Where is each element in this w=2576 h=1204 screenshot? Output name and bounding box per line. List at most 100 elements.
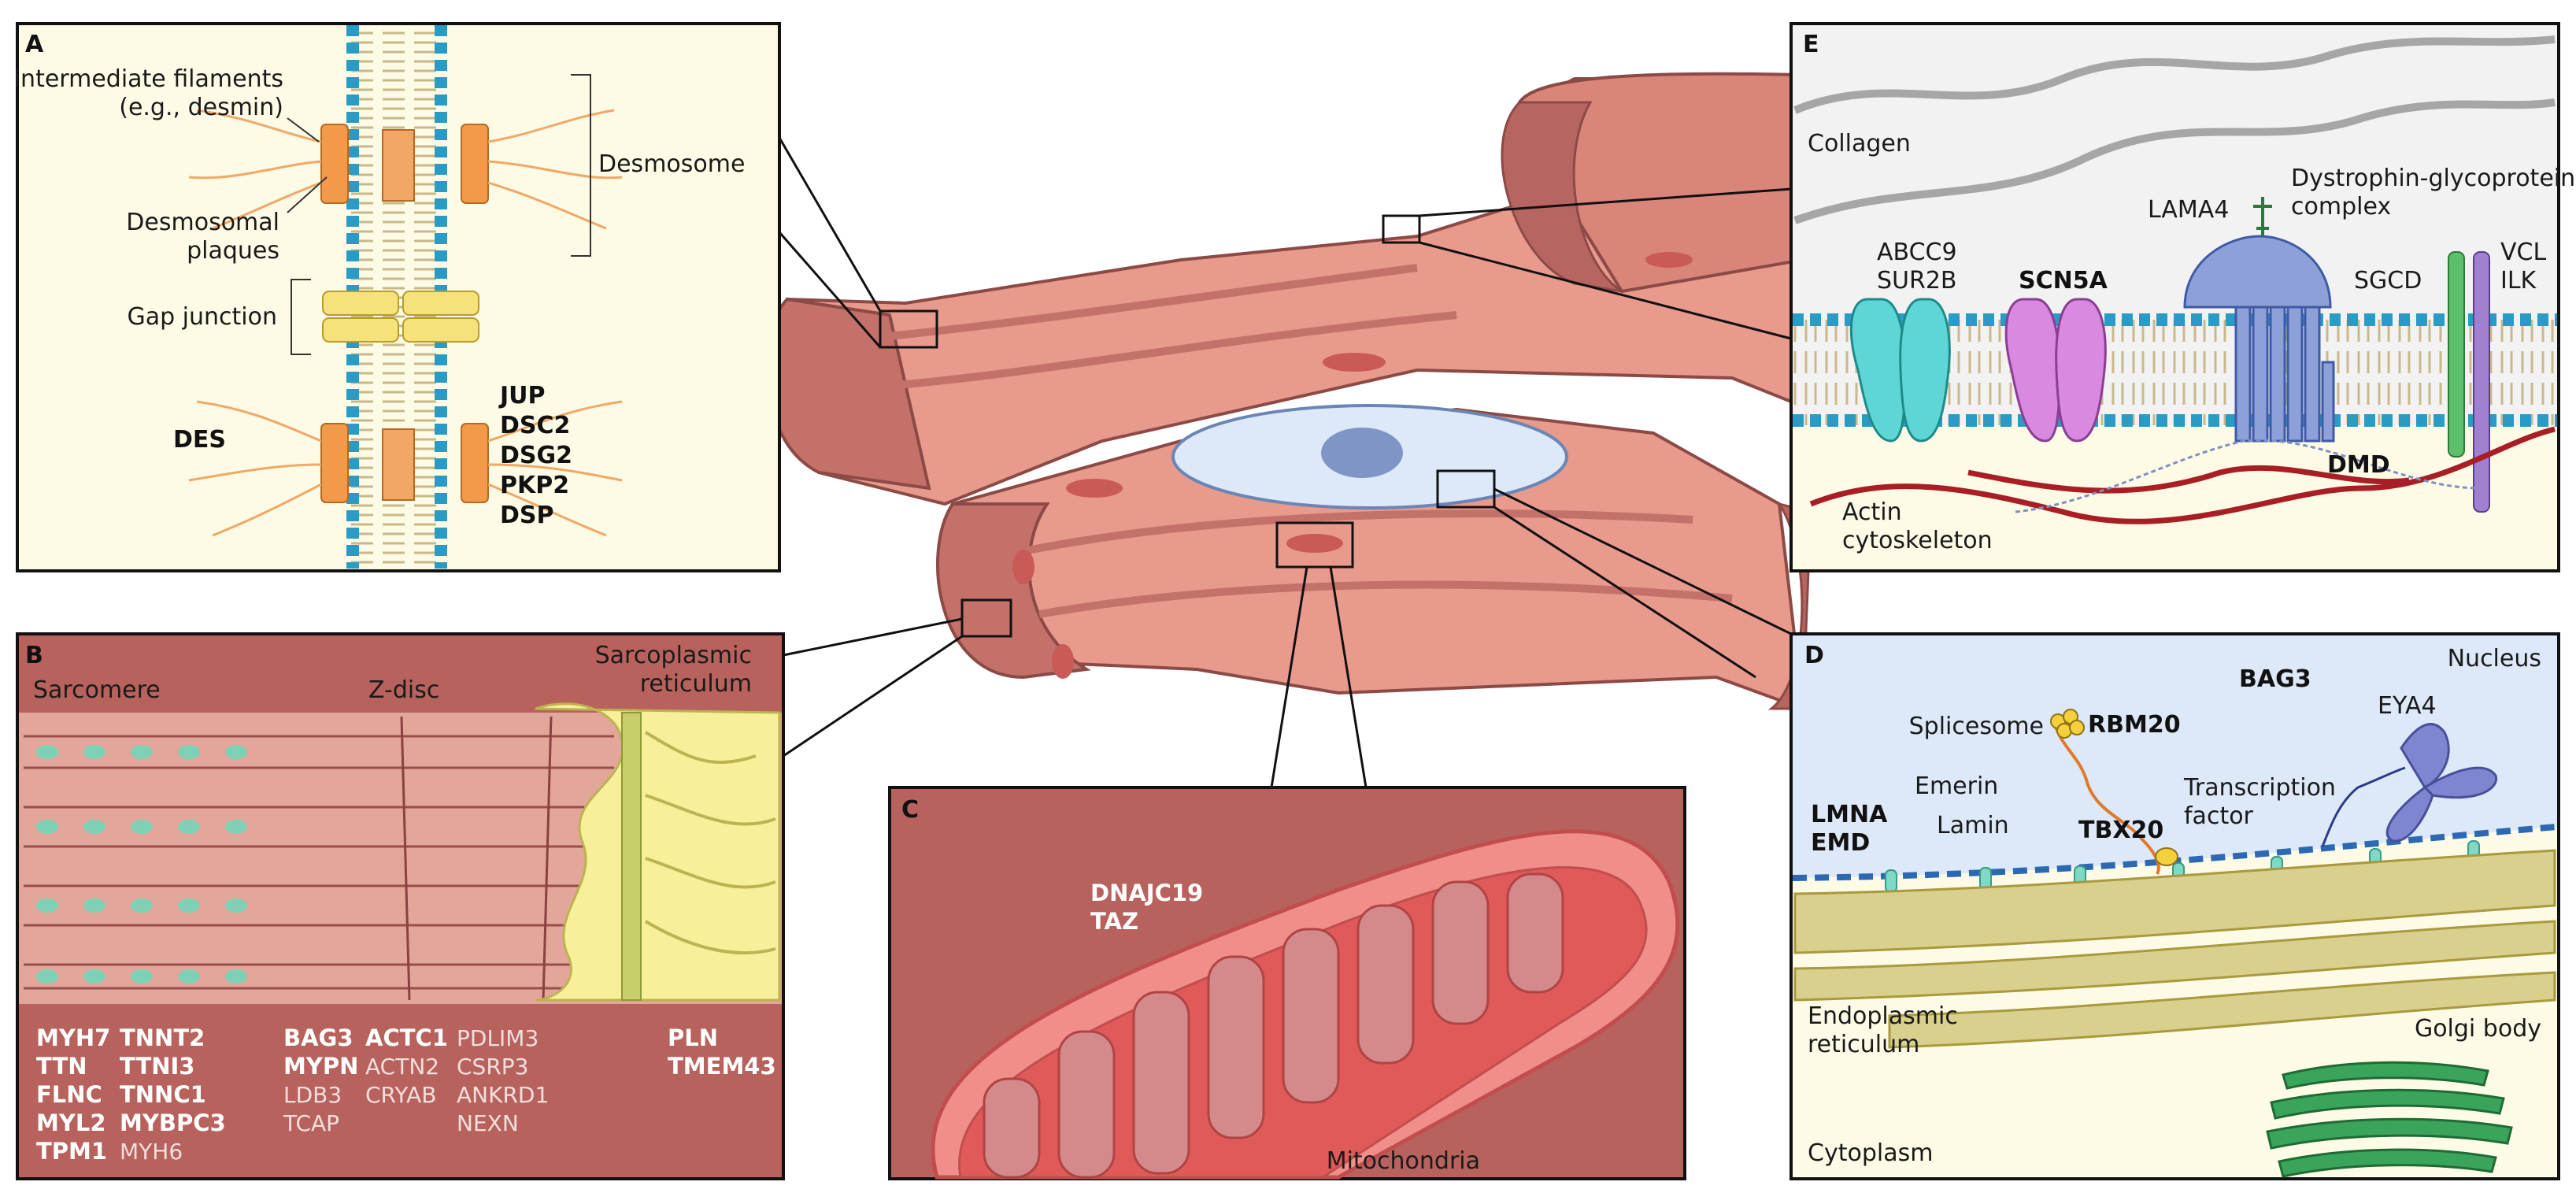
gene-des: DES xyxy=(173,426,226,454)
gene-csrp3: CSRP3 xyxy=(457,1054,528,1080)
gene-rbm20: RBM20 xyxy=(2088,711,2181,739)
label-endoplasmic: Endoplasmic xyxy=(1808,1002,1958,1030)
central-cardiomyocyte xyxy=(764,72,1813,788)
gene-lmna: LMNA xyxy=(1811,801,1888,828)
sarcoplasmic-reticulum-shape xyxy=(535,702,781,1002)
label-plaques: plaques xyxy=(187,237,279,265)
mitochondrion xyxy=(931,829,1680,1180)
label-cytoplasm: Cytoplasm xyxy=(1808,1139,1933,1167)
splicesome-shape xyxy=(2050,709,2085,739)
gene-dsg2: DSG2 xyxy=(500,442,572,469)
label-collagen: Collagen xyxy=(1808,130,1911,157)
gene-nexn: NEXN xyxy=(457,1110,519,1136)
panel-b: B Sarcomere Z-disc Sarcoplasmic reticulu… xyxy=(16,632,785,1180)
label-dgc-complex: complex xyxy=(2291,193,2391,220)
gene-dmd: DMD xyxy=(2327,451,2390,479)
myosin-heads xyxy=(36,745,247,984)
gene-list-desmosome: JUP DSC2 DSG2 PKP2 DSP xyxy=(498,382,572,529)
label-desmosomal: Desmosomal xyxy=(126,209,279,236)
gene-actn2: ACTN2 xyxy=(365,1054,439,1080)
gene-mypn: MYPN xyxy=(283,1053,358,1080)
vcl-ilk-proteins xyxy=(2448,251,2490,513)
panel-c-letter: C xyxy=(901,796,919,824)
label-sarcoplasmic: Sarcoplasmic xyxy=(595,642,752,669)
label-splicesome: Splicesome xyxy=(1909,713,2044,740)
gene-myh6: MYH6 xyxy=(120,1139,183,1165)
panel-e: E Collagen LAMA4 Dystrophin-glycoprotein… xyxy=(1790,22,2575,572)
gene-tbx20: TBX20 xyxy=(2078,817,2163,844)
golgi-body-shape xyxy=(2266,1061,2513,1178)
label-intermediate-filaments-example: (e.g., desmin) xyxy=(119,94,283,121)
gene-tpm1: TPM1 xyxy=(36,1138,107,1165)
label-z-disc: Z-disc xyxy=(368,676,439,704)
gene-taz: TAZ xyxy=(1090,908,1138,935)
gene-tnnt2: TNNT2 xyxy=(120,1024,205,1051)
label-emerin: Emerin xyxy=(1915,772,1998,800)
panel-d-letter: D xyxy=(1804,642,1824,669)
scn5a-channel xyxy=(2004,298,2107,443)
gene-myl2: MYL2 xyxy=(36,1110,106,1136)
label-golgi-body: Golgi body xyxy=(2415,1015,2541,1043)
endoplasmic-reticulum-shape xyxy=(1793,849,2556,1049)
panel-b-letter: B xyxy=(25,642,43,669)
gene-tcap: TCAP xyxy=(283,1110,339,1136)
gene-pln: PLN xyxy=(668,1024,718,1051)
gene-bag3-b: BAG3 xyxy=(283,1024,353,1051)
gene-dsc2: DSC2 xyxy=(500,412,570,439)
label-reticulum: reticulum xyxy=(640,670,752,698)
nuclear-envelope-proteins xyxy=(1885,840,2480,893)
z-disc-lines xyxy=(400,716,553,1001)
sarcomere-filaments xyxy=(24,735,614,990)
label-lama4: LAMA4 xyxy=(2148,196,2229,224)
label-intermediate-filaments: Intermediate filaments xyxy=(13,65,283,93)
chromosome-shape xyxy=(2385,723,2498,843)
label-ilk: ILK xyxy=(2500,267,2537,295)
label-actin: Actin xyxy=(1842,498,1902,526)
label-vcl: VCL xyxy=(2500,239,2546,266)
label-lamin: Lamin xyxy=(1937,812,2009,839)
gene-pkp2: PKP2 xyxy=(500,472,569,499)
label-gap-junction: Gap junction xyxy=(127,303,277,331)
label-nucleus: Nucleus xyxy=(2448,645,2541,672)
gene-myh7: MYH7 xyxy=(36,1024,110,1051)
gene-bag3-d: BAG3 xyxy=(2239,665,2311,693)
panel-c: C DNAJC19 TAZ Mitochondria xyxy=(888,786,1686,1180)
gene-pdlim3: PDLIM3 xyxy=(457,1025,539,1051)
gene-ttn: TTN xyxy=(36,1053,87,1080)
label-desmosome: Desmosome xyxy=(598,150,745,178)
transcription-factor-shape xyxy=(2155,847,2178,866)
gene-emd: EMD xyxy=(1811,829,1870,857)
label-sarcomere: Sarcomere xyxy=(33,676,161,704)
label-factor: factor xyxy=(2184,802,2254,830)
label-transcription: Transcription xyxy=(2183,774,2336,802)
label-cytoskeleton: cytoskeleton xyxy=(1842,527,1993,554)
gene-jup: JUP xyxy=(498,382,546,409)
gene-tnnc1: TNNC1 xyxy=(120,1081,206,1108)
gene-dnajc19: DNAJC19 xyxy=(1090,880,1203,906)
callout-box-a xyxy=(879,309,938,349)
callout-box-c xyxy=(1275,521,1354,569)
collagen-fibers xyxy=(1793,35,2556,224)
label-mitochondria: Mitochondria xyxy=(1327,1147,1480,1175)
panel-d: D Nucleus BAG3 Splicesome RBM20 EYA4 Eme… xyxy=(1790,632,2560,1180)
label-dgc: Dystrophin-glycoprotein xyxy=(2291,165,2575,192)
abcc9-channel xyxy=(1849,298,1951,443)
gene-ldb3: LDB3 xyxy=(283,1082,342,1108)
gap-junction-channel xyxy=(322,291,479,343)
panel-e-letter: E xyxy=(1803,31,1819,58)
callout-box-e xyxy=(1382,214,1421,244)
desmosome-lower xyxy=(188,400,623,537)
gene-flnc: FLNC xyxy=(36,1081,102,1108)
gene-mybpc3: MYBPC3 xyxy=(120,1110,226,1136)
desmosome-upper xyxy=(188,109,623,230)
panel-a: A Intermediate filaments (e.g., desmin) … xyxy=(13,22,781,572)
label-sgcd: SGCD xyxy=(2354,267,2422,295)
panel-a-letter: A xyxy=(25,31,44,58)
label-eya4: EYA4 xyxy=(2378,692,2437,720)
gene-cryab: CRYAB xyxy=(365,1082,437,1108)
gene-scn5a: SCN5A xyxy=(2019,267,2108,295)
gene-actc1: ACTC1 xyxy=(365,1024,448,1051)
gene-dsp: DSP xyxy=(500,502,554,529)
gene-ankrd1: ANKRD1 xyxy=(457,1082,549,1108)
